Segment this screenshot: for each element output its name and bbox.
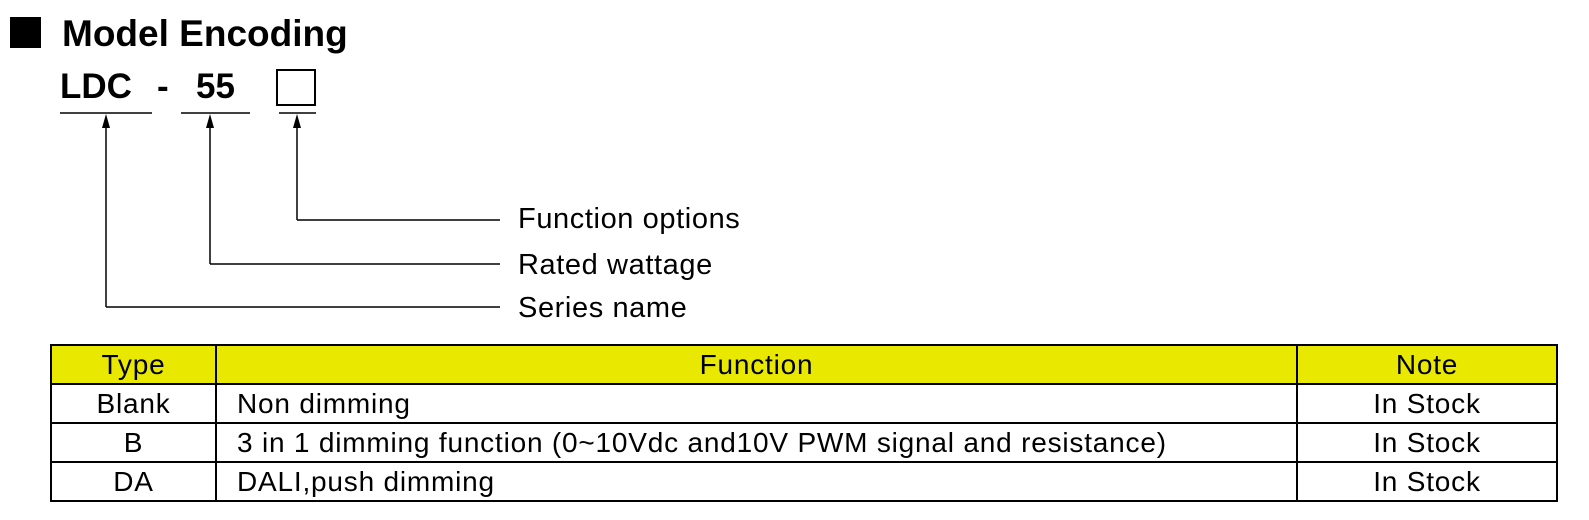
function-options-table: Type Function Note Blank Non dimming In … bbox=[50, 344, 1558, 502]
type-cell: DA bbox=[50, 461, 217, 502]
note-cell: In Stock bbox=[1296, 461, 1558, 502]
table-header-row: Type Function Note bbox=[50, 344, 1558, 385]
function-cell: DALI,push dimming bbox=[215, 461, 1298, 502]
model-code-wattage: 55 bbox=[196, 67, 235, 106]
series-name-leader bbox=[105, 118, 500, 308]
rated-wattage-arrow bbox=[206, 114, 214, 128]
table-row: B 3 in 1 dimming function (0~10Vdc and10… bbox=[50, 422, 1558, 463]
model-code-separator: - bbox=[157, 67, 169, 106]
type-cell: B bbox=[50, 422, 217, 463]
function-cell: 3 in 1 dimming function (0~10Vdc and10V … bbox=[215, 422, 1298, 463]
table-row: Blank Non dimming In Stock bbox=[50, 383, 1558, 424]
section-title: Model Encoding bbox=[62, 13, 348, 54]
label-rated-wattage: Rated wattage bbox=[518, 249, 713, 281]
type-cell: Blank bbox=[50, 383, 217, 424]
label-series-name: Series name bbox=[518, 292, 688, 324]
note-cell: In Stock bbox=[1296, 422, 1558, 463]
model-code-option-box bbox=[276, 69, 316, 106]
header-note: Note bbox=[1296, 344, 1558, 385]
function-cell: Non dimming bbox=[215, 383, 1298, 424]
header-type: Type bbox=[50, 344, 217, 385]
note-cell: In Stock bbox=[1296, 383, 1558, 424]
function-options-leader bbox=[296, 118, 500, 221]
section-marker-square bbox=[10, 17, 41, 48]
encoding-leader-lines bbox=[60, 112, 500, 308]
model-code-series: LDC bbox=[60, 67, 132, 106]
function-options-arrow bbox=[293, 114, 301, 128]
series-name-arrow bbox=[102, 114, 110, 128]
header-function: Function bbox=[215, 344, 1298, 385]
label-function-options: Function options bbox=[518, 203, 741, 235]
rated-wattage-leader bbox=[209, 118, 500, 265]
table-row: DA DALI,push dimming In Stock bbox=[50, 461, 1558, 502]
